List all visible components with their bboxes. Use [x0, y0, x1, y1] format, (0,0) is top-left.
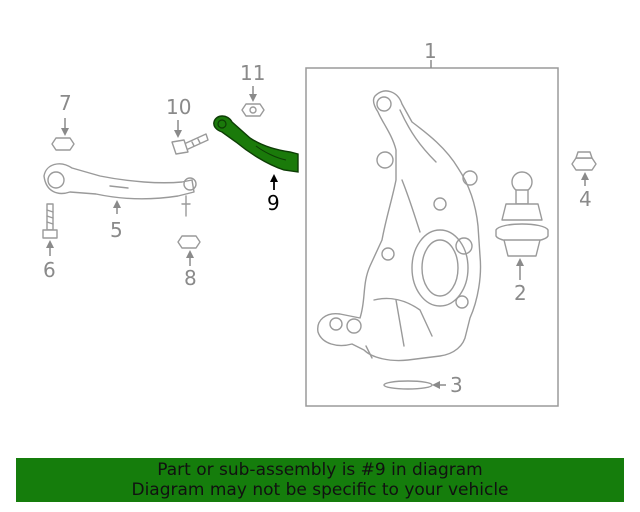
- bolt-10[interactable]: [171, 133, 209, 155]
- callout-8: 8: [184, 266, 197, 290]
- snap-ring[interactable]: [383, 380, 433, 390]
- banner-line-2: Diagram may not be specific to your vehi…: [131, 480, 509, 500]
- callout-10: 10: [166, 95, 191, 119]
- bolt-6[interactable]: [42, 203, 58, 239]
- callout-1: 1: [424, 39, 437, 63]
- callout-9: 9: [267, 191, 280, 215]
- upper-control-arm-highlighted[interactable]: [213, 115, 299, 173]
- callout-2: 2: [514, 281, 527, 305]
- nut-11[interactable]: [241, 103, 265, 117]
- callout-3: 3: [450, 373, 463, 397]
- callout-6: 6: [43, 258, 56, 282]
- callout-4: 4: [579, 187, 592, 211]
- ball-joint[interactable]: [495, 171, 549, 257]
- callout-7: 7: [59, 91, 72, 115]
- steering-knuckle[interactable]: [317, 90, 482, 362]
- info-banner: Part or sub-assembly is #9 in diagram Di…: [16, 458, 624, 502]
- banner-line-1: Part or sub-assembly is #9 in diagram: [157, 460, 483, 480]
- nut-7[interactable]: [51, 137, 75, 151]
- nut-8[interactable]: [177, 235, 201, 249]
- nut-4[interactable]: [571, 151, 597, 171]
- assembly-frame: [305, 67, 559, 407]
- callout-11: 11: [240, 61, 265, 85]
- callout-5: 5: [110, 218, 123, 242]
- lower-control-arm[interactable]: [43, 163, 197, 217]
